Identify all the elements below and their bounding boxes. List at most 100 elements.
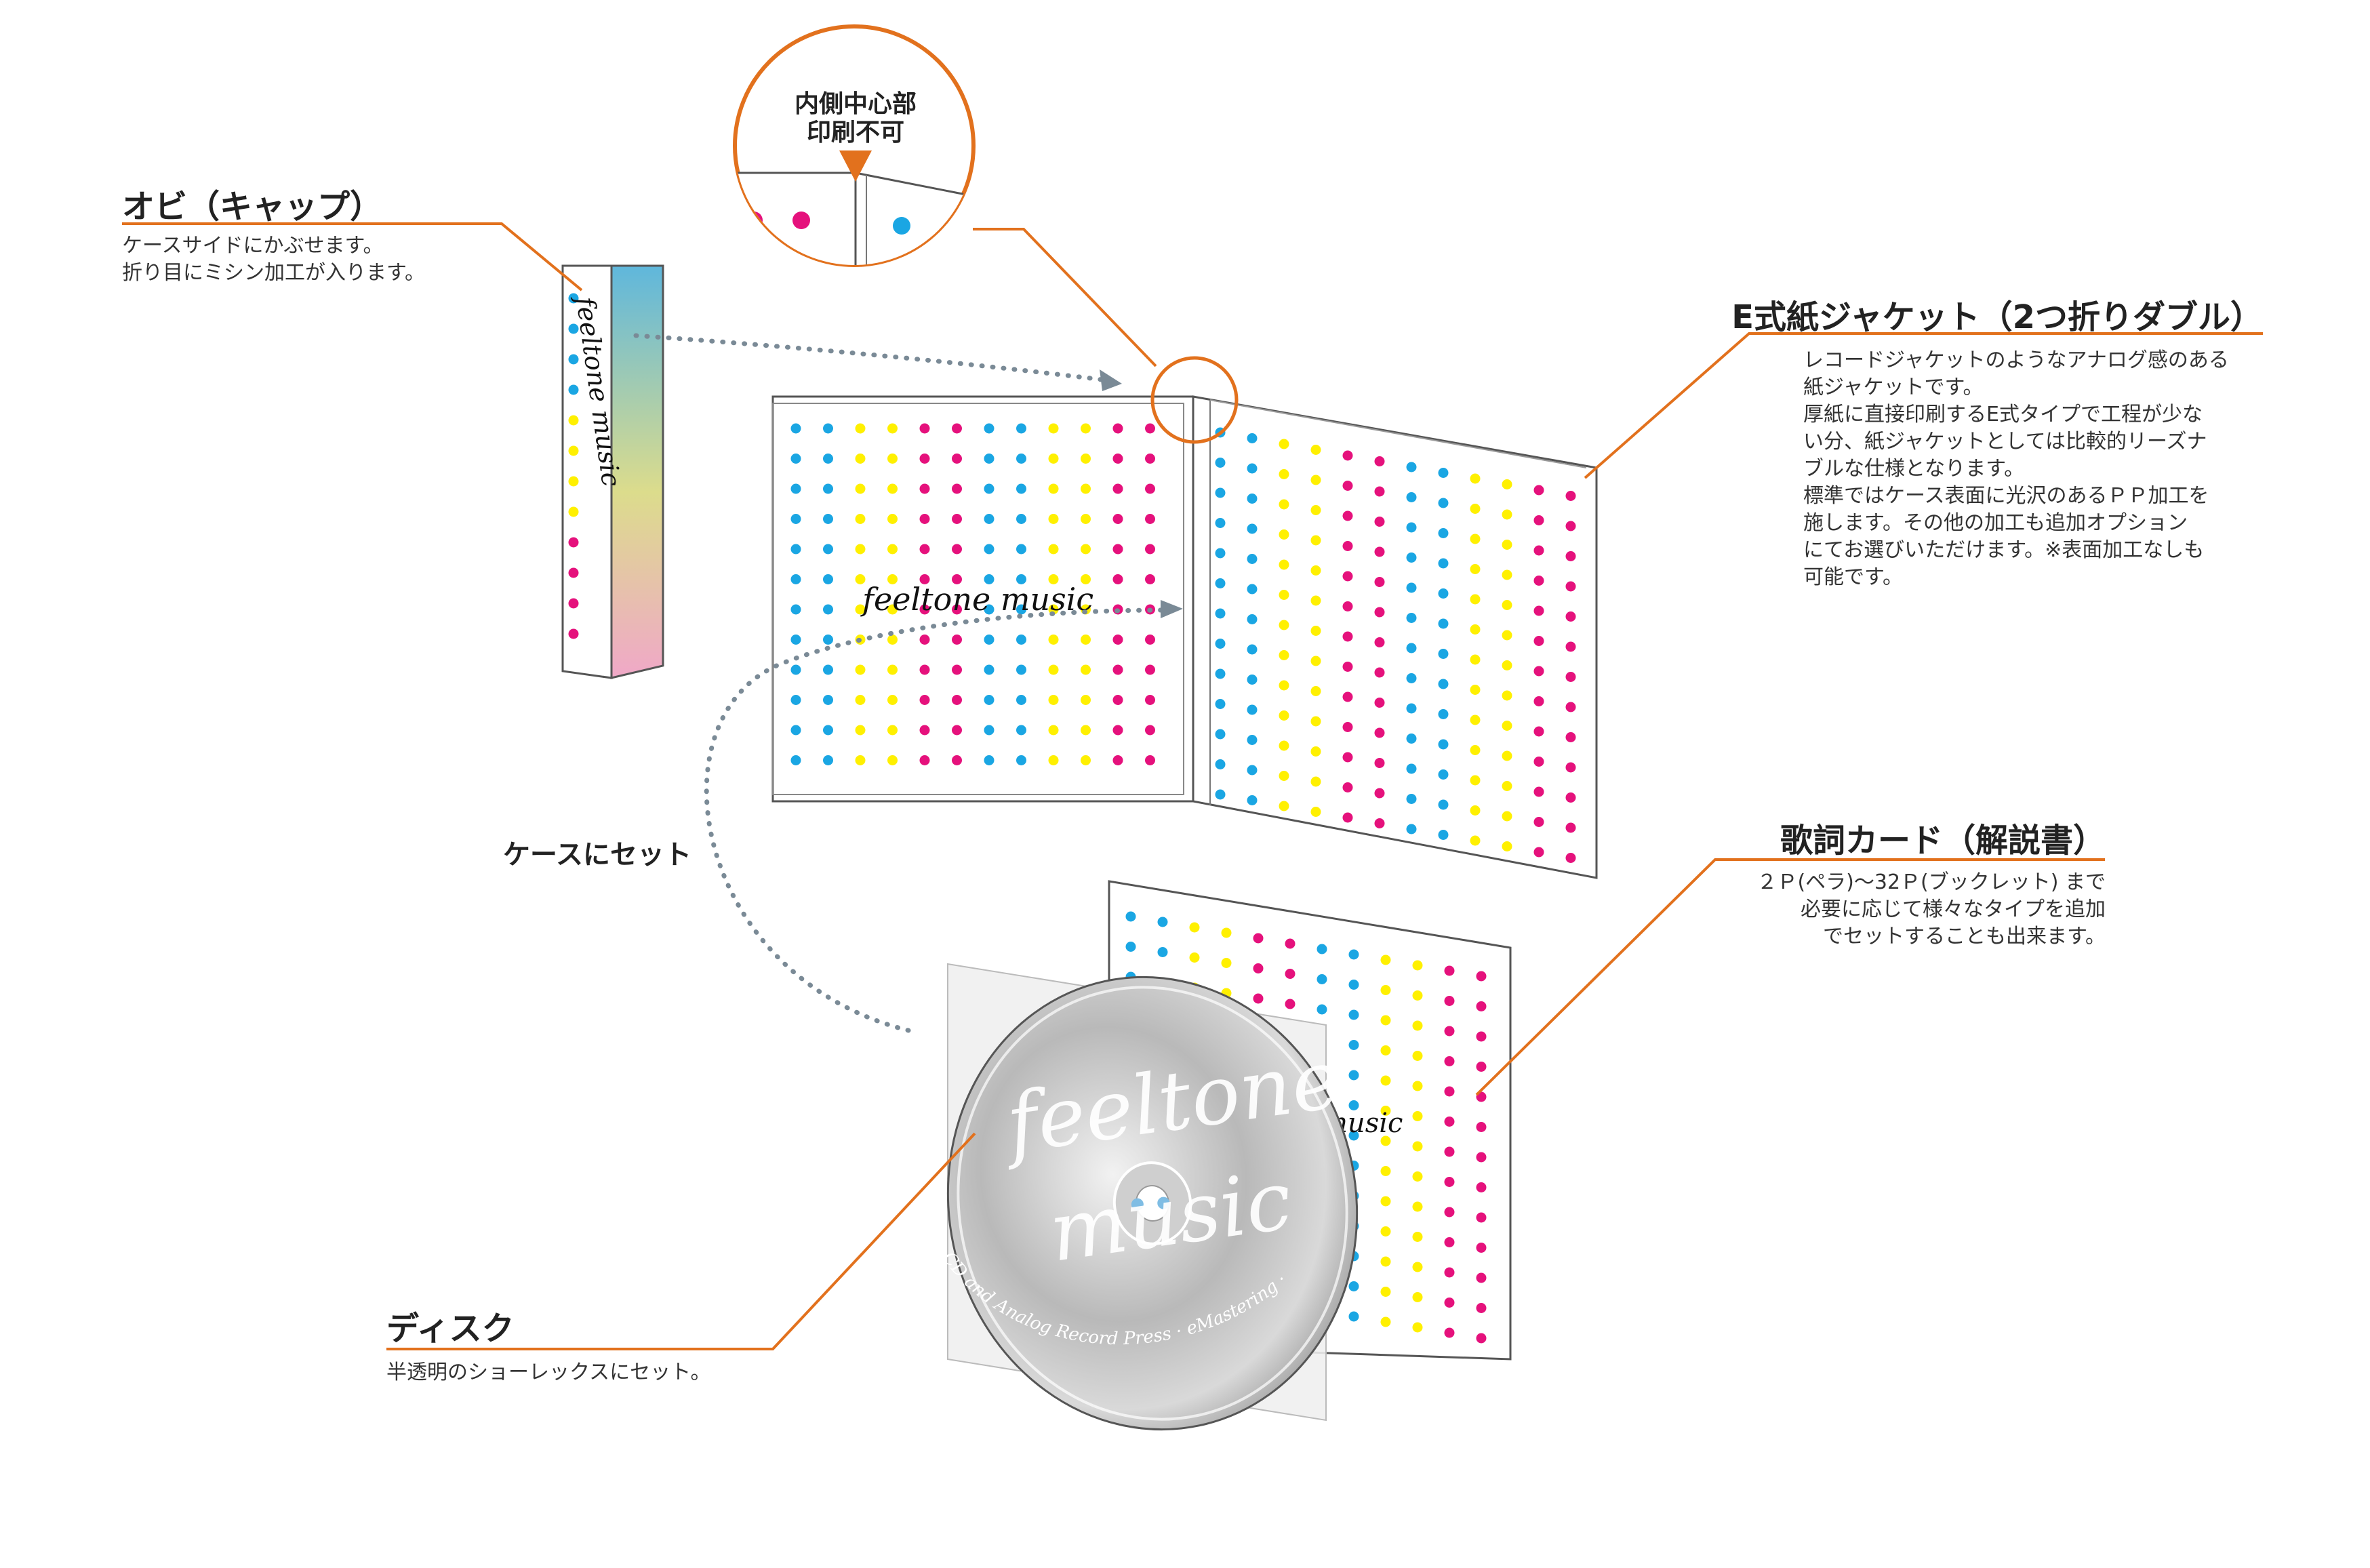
- jacket-dot: [790, 664, 801, 675]
- jacket-dot: [1081, 483, 1091, 494]
- card-dot: [1412, 1171, 1423, 1182]
- jacket-dot: [1342, 782, 1353, 792]
- jacket-dot: [1145, 755, 1155, 765]
- jacket-dot: [1502, 811, 1512, 822]
- jacket-dot: [1016, 725, 1026, 736]
- card-dot: [1380, 1135, 1391, 1146]
- jacket-dot: [887, 514, 898, 524]
- jacket-dot: [1310, 716, 1321, 727]
- leader-lyrics: [1475, 858, 2105, 1096]
- jacket-dot: [1215, 608, 1226, 619]
- jacket-dot: [1533, 485, 1544, 496]
- card-dot: [1380, 1106, 1391, 1116]
- jacket-dot: [1406, 613, 1417, 623]
- card-dot: [1412, 1262, 1423, 1272]
- jacket-dot: [1502, 841, 1512, 851]
- jacket-dot: [1342, 631, 1353, 642]
- jacket-dot: [1279, 771, 1289, 781]
- jacket-dot: [984, 635, 995, 645]
- lyrics-title: 歌詞カード（解説書）: [1780, 822, 2106, 860]
- jacket-dot: [1112, 574, 1123, 584]
- card-dot: [1412, 990, 1423, 1001]
- jacket-dot: [1247, 704, 1258, 715]
- jacket-dot: [1247, 554, 1258, 564]
- jacket-dot: [1112, 635, 1123, 645]
- jacket-dot: [1470, 835, 1481, 846]
- jacket-dot: [1310, 505, 1321, 515]
- obi-dot: [568, 293, 579, 304]
- jacket-dot: [1310, 565, 1321, 576]
- jacket-dot: [1342, 812, 1353, 823]
- jacket-dot: [1533, 515, 1544, 525]
- card-dot: [1444, 996, 1455, 1006]
- jacket-dot: [1438, 799, 1449, 810]
- arrowhead-obi-icon: [1100, 369, 1122, 391]
- jacket-dot: [1215, 458, 1226, 468]
- card-dot: [1412, 1051, 1423, 1061]
- jacket-dot: [1374, 758, 1385, 768]
- card-dot: [1125, 911, 1136, 922]
- jacket-dot: [790, 544, 801, 555]
- card-dot: [1253, 963, 1264, 973]
- jacket-dot: [1342, 481, 1353, 491]
- obi-dot: [568, 323, 579, 334]
- jacket-dot: [1502, 569, 1512, 580]
- card-dot: [1317, 944, 1327, 954]
- card-dot: [1444, 1086, 1455, 1097]
- jacket-dot: [887, 544, 898, 555]
- jacket-dot: [1470, 504, 1481, 514]
- jacket-dot: [1533, 605, 1544, 616]
- card-dot: [1444, 1207, 1455, 1218]
- leader-jacket: [1584, 332, 2263, 479]
- card-dot: [1348, 1130, 1359, 1141]
- jacket-dot: [952, 664, 962, 675]
- jacket-dot: [855, 604, 866, 615]
- card-dot: [1285, 938, 1296, 949]
- jacket-dot: [823, 664, 833, 675]
- card-dot: [1285, 999, 1296, 1009]
- card-dot: [1380, 1045, 1391, 1056]
- jacket-dot: [790, 574, 801, 584]
- card-dot: [1444, 965, 1455, 976]
- jacket-dot: [984, 695, 995, 705]
- jacket-dot: [1048, 725, 1059, 736]
- jacket-dot: [1279, 650, 1289, 660]
- card-dot: [1444, 1177, 1455, 1187]
- jacket-dot: [887, 454, 898, 464]
- card-dot: [1253, 933, 1264, 944]
- jacket-right-dots: [1215, 427, 1576, 863]
- jacket-dot: [790, 483, 801, 494]
- disc-title: ディスク: [386, 1310, 515, 1348]
- jacket-dot: [1470, 534, 1481, 544]
- card-dot: [1380, 985, 1391, 995]
- jacket-dot: [1048, 423, 1059, 434]
- card-dot: [1412, 1232, 1423, 1242]
- jacket-dot: [1470, 745, 1481, 755]
- card-dot: [1380, 1075, 1391, 1086]
- card-dot: [1444, 1298, 1455, 1308]
- jacket-dot: [1112, 514, 1123, 524]
- jacket-dot: [1406, 763, 1417, 774]
- jacket-dot: [1438, 528, 1449, 538]
- jacket-dot: [823, 635, 833, 645]
- jacket-dot: [1406, 643, 1417, 654]
- obi-dot: [568, 354, 579, 365]
- card-dot: [1221, 927, 1232, 938]
- card-dot: [1380, 1015, 1391, 1026]
- jacket-dot: [919, 574, 930, 584]
- card-dot: [1476, 1303, 1487, 1313]
- jacket-dot: [1406, 522, 1417, 533]
- card-dot: [1348, 1070, 1359, 1081]
- jacket-dot: [1565, 792, 1576, 803]
- jacket-dot: [952, 423, 962, 434]
- jacket-dot: [1145, 483, 1155, 494]
- jacket-dot: [1247, 765, 1258, 776]
- jacket-dot: [887, 483, 898, 494]
- obi-dot: [568, 537, 579, 548]
- jacket-dot: [1048, 755, 1059, 765]
- jacket-dot: [1112, 544, 1123, 555]
- jacket-dot: [1310, 626, 1321, 636]
- jacket-dot: [919, 725, 930, 736]
- jacket-dot: [1406, 794, 1417, 804]
- jacket-dot: [1406, 824, 1417, 835]
